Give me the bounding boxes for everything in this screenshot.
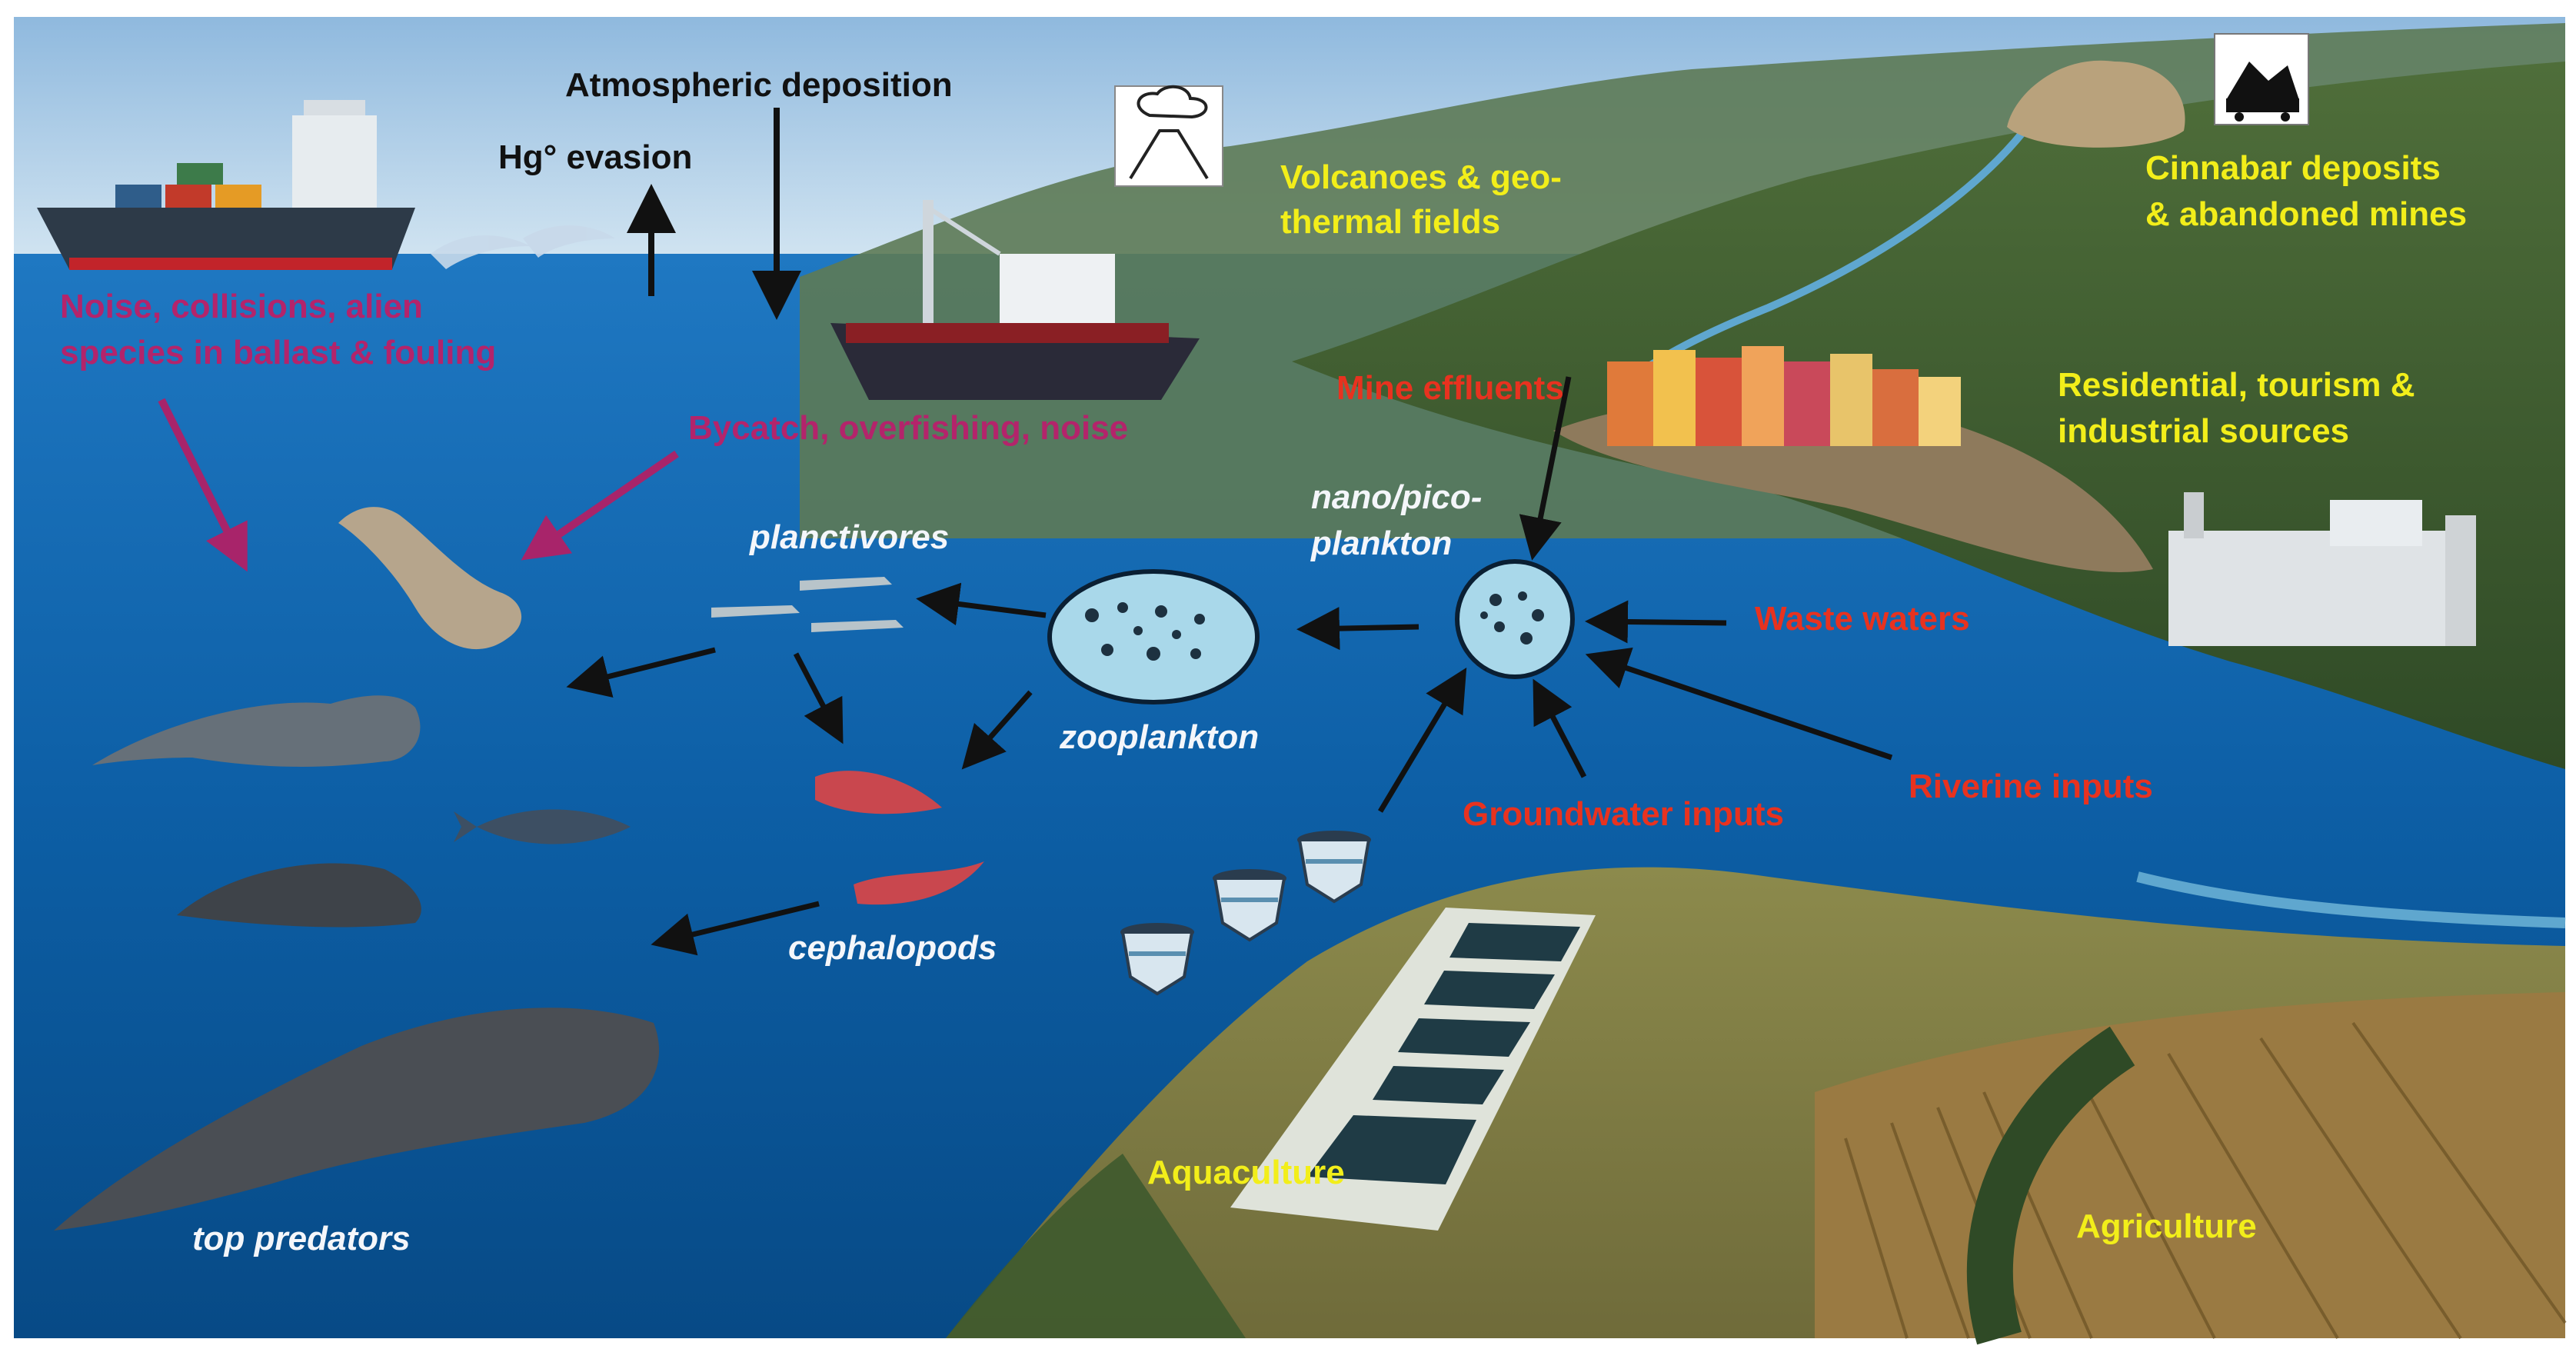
mine-cart-icon — [2007, 33, 2309, 148]
seal-icon — [338, 507, 522, 650]
atmospheric-deposition-label: Atmospheric deposition — [565, 66, 953, 104]
nanopico-plankton-label-line2: plankton — [1311, 525, 1453, 562]
cinnabar-label-line1: Cinnabar deposits — [2145, 149, 2441, 187]
exchange-arrows — [627, 108, 801, 320]
shipping-pressures-line1: Noise, collisions, alien — [60, 288, 423, 325]
dolphin-icon — [92, 695, 421, 767]
fish-cage-icon — [1120, 831, 1371, 996]
zooplankton-label: zooplankton — [1060, 718, 1260, 756]
top-predators-label: top predators — [192, 1220, 411, 1257]
volcanoes-label-line2: thermal fields — [1280, 203, 1501, 241]
plankton-circle-icon — [1047, 559, 1575, 704]
riverine-inputs-label: Riverine inputs — [1909, 768, 2153, 805]
mine-effluents-label: Mine effluents — [1336, 369, 1564, 407]
foodweb-arrows — [566, 376, 1893, 956]
dolphins-icon — [431, 225, 615, 269]
fishing-pressures-label: Bycatch, overfishing, noise — [688, 409, 1129, 447]
squid-icon — [815, 771, 984, 905]
sperm-whale-icon — [54, 1008, 660, 1231]
cephalopods-label: cephalopods — [788, 929, 997, 967]
groundwater-inputs-label: Groundwater inputs — [1463, 795, 1784, 833]
factory-icon — [2168, 492, 2476, 646]
pilot-whale-icon — [177, 863, 421, 928]
cargo-ship-icon — [37, 100, 415, 270]
agriculture-label: Agriculture — [2076, 1207, 2257, 1245]
pressure-arrows — [158, 398, 679, 572]
volcanoes-label-line1: Volcanoes & geo- — [1280, 158, 1562, 196]
aquaculture-ponds — [1230, 908, 1596, 1231]
residential-label-line1: Residential, tourism & — [2058, 366, 2415, 404]
aquaculture-label: Aquaculture — [1147, 1154, 1345, 1191]
residential-label-line2: industrial sources — [2058, 412, 2350, 450]
waste-waters-label: Waste waters — [1755, 600, 1970, 638]
tuna-icon — [454, 809, 631, 844]
cinnabar-label-line2: & abandoned mines — [2145, 195, 2468, 233]
nanopico-plankton-label-line1: nano/pico- — [1311, 478, 1483, 516]
hg-evasion-label: Hg° evasion — [498, 138, 693, 176]
anchovy-icon — [711, 577, 904, 632]
volcano-icon — [1114, 85, 1223, 187]
fishing-boat-icon — [830, 200, 1200, 400]
village-icon — [1607, 346, 1961, 446]
planctivores-label: planctivores — [750, 518, 950, 556]
shipping-pressures-line2: species in ballast & fouling — [60, 334, 497, 371]
